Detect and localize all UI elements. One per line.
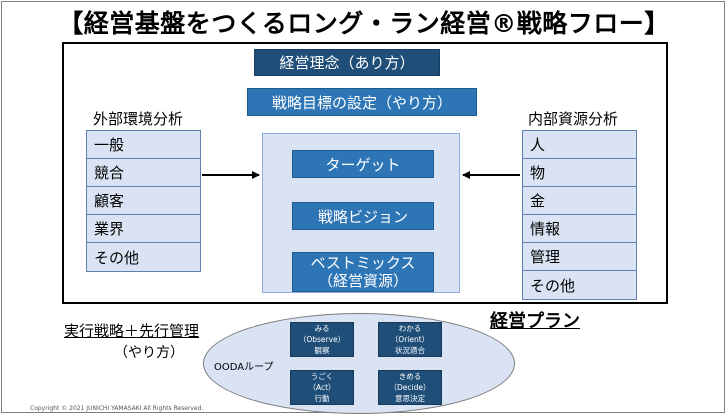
list-item: 人 bbox=[523, 131, 636, 159]
ooda-act-line1: うごく bbox=[310, 372, 334, 381]
ooda-orient-line3: 状況適合 bbox=[395, 346, 425, 355]
list-item: 金 bbox=[523, 187, 636, 215]
management-plan-label: 経営プラン bbox=[490, 311, 580, 332]
external-analysis-list: 一般 競合 顧客 業界 その他 bbox=[86, 130, 201, 272]
list-item: 物 bbox=[523, 159, 636, 187]
external-analysis-heading: 外部環境分析 bbox=[93, 110, 184, 128]
list-item: その他 bbox=[94, 248, 140, 267]
page-title: 【経営基盤をつくるロング・ラン経営®戦略フロー】 bbox=[58, 9, 670, 38]
ooda-decide-line3: 意思決定 bbox=[395, 394, 425, 403]
strategic-goals-box: 戦略目標の設定（やり方） bbox=[247, 88, 477, 116]
list-item: 情報 bbox=[523, 215, 636, 243]
strategic-vision-box: 戦略ビジョン bbox=[292, 202, 434, 230]
ooda-observe-line2: （Observe） bbox=[298, 335, 346, 344]
best-mix-title: ベストミックス bbox=[310, 254, 416, 272]
target-box: ターゲット bbox=[292, 150, 434, 178]
ooda-orient-line1: わかる bbox=[398, 324, 422, 333]
ooda-orient-line2: （Orient） bbox=[390, 335, 430, 344]
list-item: その他 bbox=[530, 276, 576, 295]
ooda-observe-line1: みる bbox=[314, 324, 330, 333]
internal-analysis-list: 人 物 金 情報 管理 その他 bbox=[522, 130, 637, 300]
best-mix-box: ベストミックス （経営資源） bbox=[292, 252, 434, 292]
list-item: 業界 bbox=[87, 215, 200, 243]
ooda-act-box: うごく （Act） 行動 bbox=[290, 370, 354, 405]
list-item: 管理 bbox=[523, 243, 636, 271]
ooda-act-line2: （Act） bbox=[308, 383, 336, 392]
copyright-text: Copyright © 2021 JUNICHI YAMASAKI All Ri… bbox=[30, 405, 204, 412]
ooda-decide-line2: （Decide） bbox=[389, 383, 431, 392]
ooda-observe-box: みる （Observe） 観察 bbox=[290, 322, 354, 357]
list-item: 顧客 bbox=[87, 187, 200, 215]
ooda-loop-label: OODAループ bbox=[214, 362, 274, 373]
ooda-act-line3: 行動 bbox=[314, 394, 330, 403]
philosophy-box: 経営理念（あり方） bbox=[254, 49, 440, 76]
list-item: 一般 bbox=[87, 131, 200, 159]
best-mix-subtitle: （経営資源） bbox=[317, 272, 408, 290]
execution-strategy-label: 実行戦略＋先行管理 bbox=[64, 322, 200, 340]
ooda-observe-line3: 観察 bbox=[314, 346, 330, 355]
internal-analysis-heading: 内部資源分析 bbox=[528, 110, 619, 128]
ooda-orient-box: わかる （Orient） 状況適合 bbox=[378, 322, 442, 357]
ooda-decide-box: きめる （Decide） 意思決定 bbox=[378, 370, 442, 405]
ooda-decide-line1: きめる bbox=[398, 372, 422, 381]
list-item: 競合 bbox=[87, 159, 200, 187]
ooda-ellipse bbox=[203, 313, 515, 414]
execution-strategy-sub: （やり方） bbox=[114, 345, 184, 361]
